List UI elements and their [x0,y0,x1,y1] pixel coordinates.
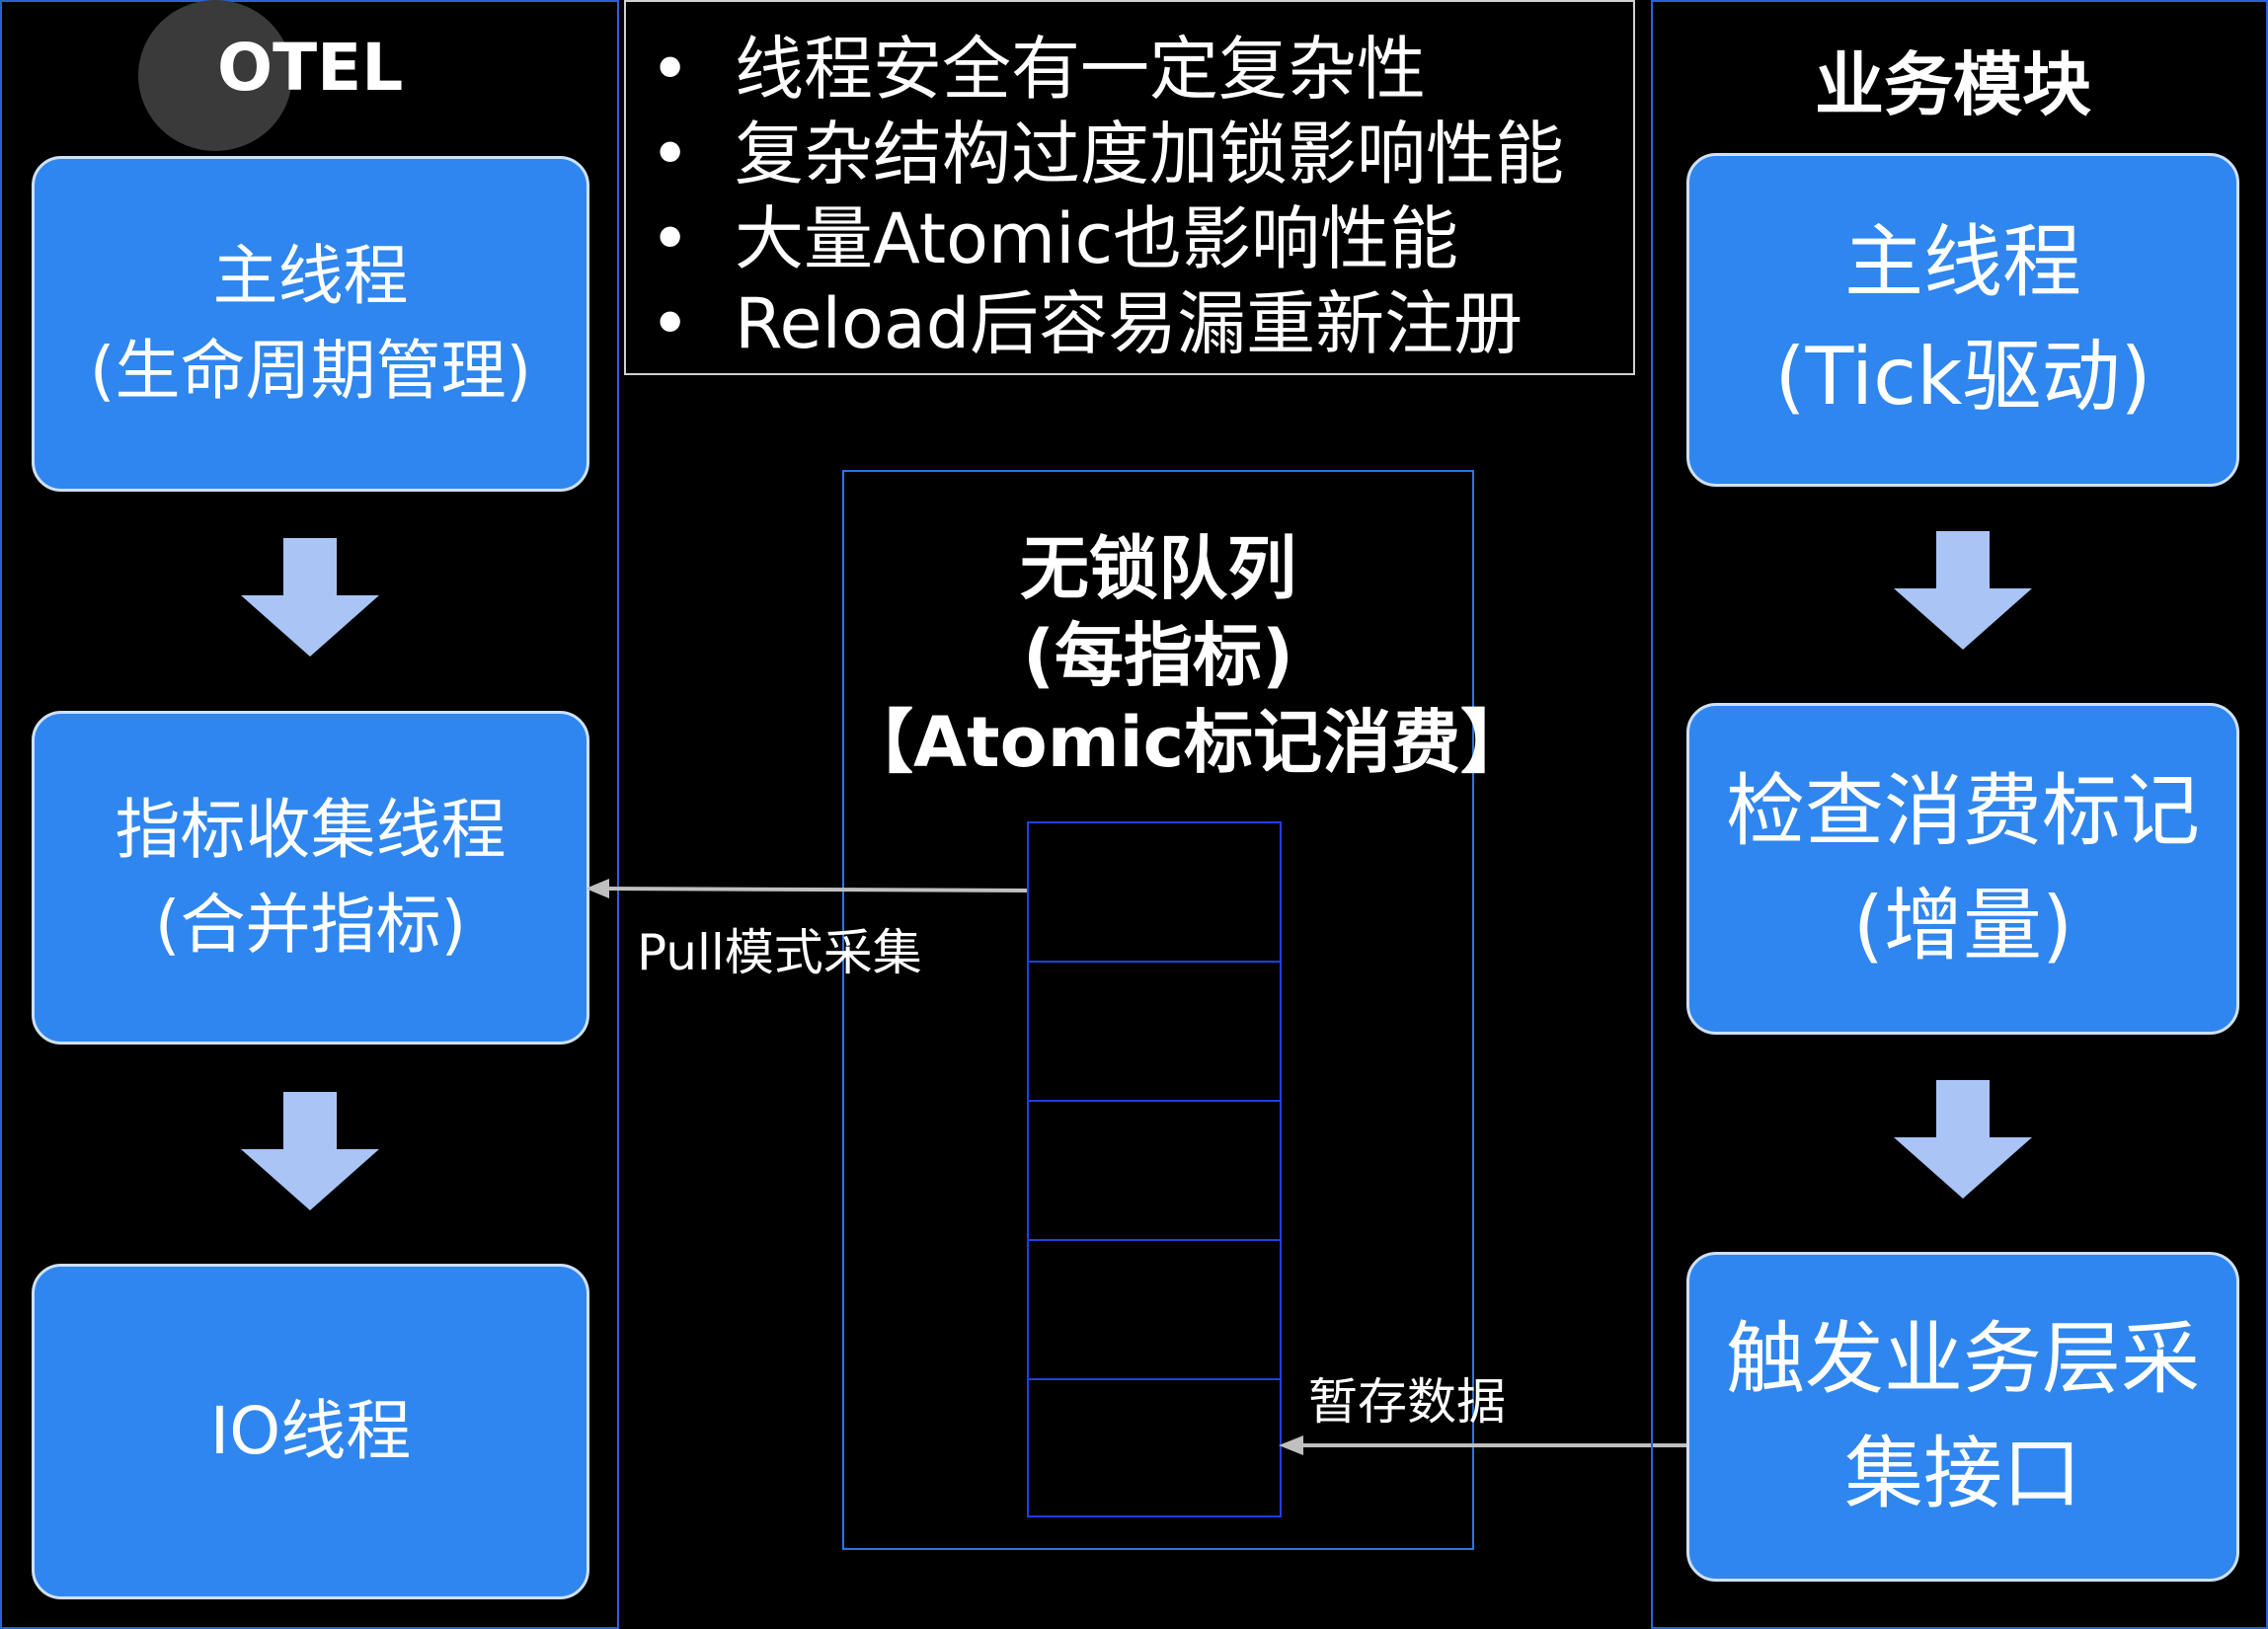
down-arrow-1 [241,538,379,657]
trigger-business-collect-line2: 集接口 [1844,1428,2081,1519]
note-item: •复杂结构过度加锁影响性能 [650,114,1564,194]
down-arrow-4 [1894,1080,2032,1199]
queue-title: 无锁队列 [1020,528,1296,609]
metric-collect-label: 指标收集线程 [115,792,507,869]
note-item: •大量Atomic也影响性能 [650,198,1459,279]
queue-note: 【Atomic标记消费】 [844,702,1530,783]
otel-main-thread-box: 主线程 (生命周期管理) [32,156,589,492]
note-text: 大量Atomic也影响性能 [735,198,1459,279]
check-consume-mark-label: 检查消费标记 [1726,765,2200,857]
note-text: 线程安全有一定复杂性 [735,29,1426,110]
trigger-business-collect-box: 触发业务层采 集接口 [1686,1252,2239,1582]
down-arrow-3 [1894,531,2032,650]
note-text: Reload后容易漏重新注册 [735,283,1524,364]
otel-main-thread-label: 主线程 [212,238,409,315]
check-consume-mark-box: 检查消费标记 (增量) [1686,703,2239,1035]
queue-slot [1027,821,1282,963]
business-main-thread-sub: (Tick驱动) [1774,331,2151,423]
pull-arrow [586,879,1028,898]
down-arrow-2 [241,1092,379,1210]
lockfree-queue-container: 无锁队列 (每指标) 【Atomic标记消费】 [842,470,1530,1550]
queue-slot [1027,1378,1282,1517]
otel-title: OTEL [217,30,404,106]
notes-list: •线程安全有一定复杂性 •复杂结构过度加锁影响性能 •大量Atomic也影响性能… [624,0,1635,375]
store-data-label: 暂存数据 [1308,1373,1506,1431]
queue-slot [1027,1100,1282,1241]
note-item: •线程安全有一定复杂性 [650,29,1426,110]
store-arrow [1279,1435,1686,1455]
io-thread-box: IO线程 [32,1264,589,1599]
otel-badge-circle [138,0,292,151]
queue-slot [1027,1239,1282,1380]
business-panel [1651,0,2268,1629]
note-item: •Reload后容易漏重新注册 [650,283,1524,364]
otel-panel [0,0,619,1629]
business-main-thread-label: 主线程 [1844,216,2081,308]
io-thread-label: IO线程 [209,1393,412,1470]
check-consume-mark-sub: (增量) [1852,880,2073,971]
business-title: 业务模块 [1815,44,2091,125]
metric-collect-thread-box: 指标收集线程 (合并指标) [32,711,589,1045]
business-main-thread-box: 主线程 (Tick驱动) [1686,153,2239,487]
queue-subtitle: (每指标) [1023,615,1293,696]
metric-collect-sub: (合并指标) [154,887,467,963]
note-text: 复杂结构过度加锁影响性能 [735,114,1564,194]
queue-slot [1027,961,1282,1102]
pull-mode-label: Pull模式采集 [637,924,922,981]
trigger-business-collect-line1: 触发业务层采 [1726,1313,2200,1405]
otel-main-thread-sub: (生命周期管理) [89,333,532,409]
